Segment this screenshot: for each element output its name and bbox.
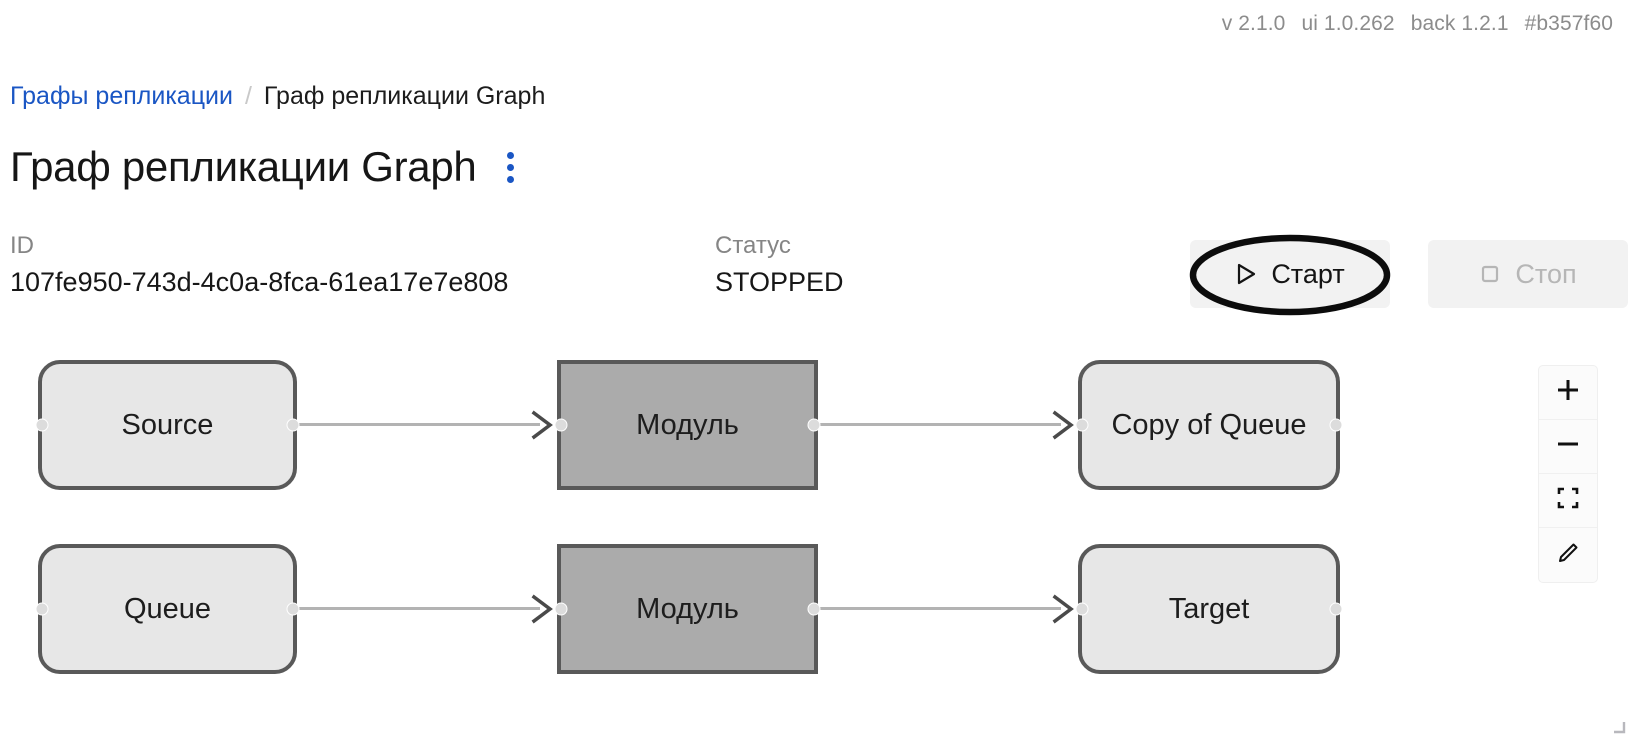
graph-canvas[interactable]: Source Модуль Copy of Queue Queue <box>0 330 1637 743</box>
node-port-in[interactable] <box>554 418 568 432</box>
play-icon <box>1235 262 1257 286</box>
breadcrumb-current: Граф репликации Graph <box>263 82 546 110</box>
ui-version: ui 1.0.262 <box>1301 12 1395 35</box>
node-port-in[interactable] <box>35 602 49 616</box>
fit-screen-icon <box>1556 486 1580 515</box>
stop-square-icon <box>1479 263 1501 285</box>
edge-source-to-module <box>297 423 540 426</box>
zoom-in-button[interactable] <box>1539 366 1597 420</box>
status-label: Статус <box>715 232 791 259</box>
graph-node-queue[interactable]: Queue <box>35 544 300 674</box>
graph-node-label: Source <box>121 408 214 441</box>
edge-module-to-target <box>818 607 1061 610</box>
commit-hash: #b357f60 <box>1524 12 1613 35</box>
graph-node-label: Copy of Queue <box>1111 408 1307 441</box>
graph-node-module-bottom[interactable]: Модуль <box>554 544 821 674</box>
title-row: Граф репликации Graph <box>10 143 522 191</box>
graph-node-target[interactable]: Target <box>1075 544 1343 674</box>
edit-button[interactable] <box>1539 528 1597 582</box>
node-port-out[interactable] <box>286 418 300 432</box>
node-port-out[interactable] <box>1329 602 1343 616</box>
meta-field-id: ID 107fe950-743d-4c0a-8fca-61ea17e7e808 <box>10 232 715 300</box>
kebab-menu-icon[interactable] <box>499 148 522 187</box>
graph-node-module-top[interactable]: Модуль <box>554 360 821 490</box>
node-port-out[interactable] <box>1329 418 1343 432</box>
kebab-dot <box>506 163 514 171</box>
status-value: STOPPED <box>715 266 844 297</box>
meta-panel: ID 107fe950-743d-4c0a-8fca-61ea17e7e808 … <box>10 232 844 300</box>
kebab-dot <box>506 175 514 183</box>
id-value: 107fe950-743d-4c0a-8fca-61ea17e7e808 <box>10 266 509 297</box>
stop-button[interactable]: Стоп <box>1428 240 1628 308</box>
app-version: v 2.1.0 <box>1221 12 1286 35</box>
pencil-icon <box>1556 541 1580 570</box>
edge-queue-to-module <box>297 607 540 610</box>
backend-version: back 1.2.1 <box>1410 12 1509 35</box>
version-bar: v 2.1.0 ui 1.0.262 back 1.2.1 #b357f60 <box>1222 12 1613 36</box>
breadcrumb-parent-link[interactable]: Графы репликации <box>10 82 233 110</box>
node-port-out[interactable] <box>286 602 300 616</box>
graph-node-label: Target <box>1168 592 1250 625</box>
meta-field-status: Статус STOPPED <box>715 232 844 300</box>
zoom-controls-panel <box>1539 366 1597 582</box>
node-port-in[interactable] <box>1075 602 1089 616</box>
stop-button-label: Стоп <box>1515 258 1577 289</box>
kebab-dot <box>506 151 514 159</box>
graph-node-source[interactable]: Source <box>35 360 300 490</box>
action-buttons: Старт Стоп <box>1190 240 1628 308</box>
minus-icon <box>1555 431 1581 462</box>
start-button-label: Старт <box>1271 258 1345 289</box>
edge-module-to-copyqueue <box>818 423 1061 426</box>
resize-corner-icon[interactable] <box>1611 719 1627 735</box>
node-port-in[interactable] <box>35 418 49 432</box>
breadcrumb-separator: / <box>244 82 252 110</box>
node-port-in[interactable] <box>1075 418 1089 432</box>
graph-node-label: Модуль <box>636 592 739 625</box>
graph-node-label: Queue <box>123 592 212 625</box>
node-port-out[interactable] <box>807 602 821 616</box>
graph-node-label: Модуль <box>636 408 739 441</box>
start-button[interactable]: Старт <box>1190 240 1390 308</box>
page-title: Граф репликации Graph <box>10 143 477 190</box>
graph-node-copy-of-queue[interactable]: Copy of Queue <box>1075 360 1343 490</box>
fit-to-view-button[interactable] <box>1539 474 1597 528</box>
breadcrumb: Графы репликации / Граф репликации Graph <box>10 82 545 111</box>
plus-icon <box>1555 377 1581 408</box>
zoom-out-button[interactable] <box>1539 420 1597 474</box>
node-port-out[interactable] <box>807 418 821 432</box>
id-label: ID <box>10 232 34 259</box>
node-port-in[interactable] <box>554 602 568 616</box>
